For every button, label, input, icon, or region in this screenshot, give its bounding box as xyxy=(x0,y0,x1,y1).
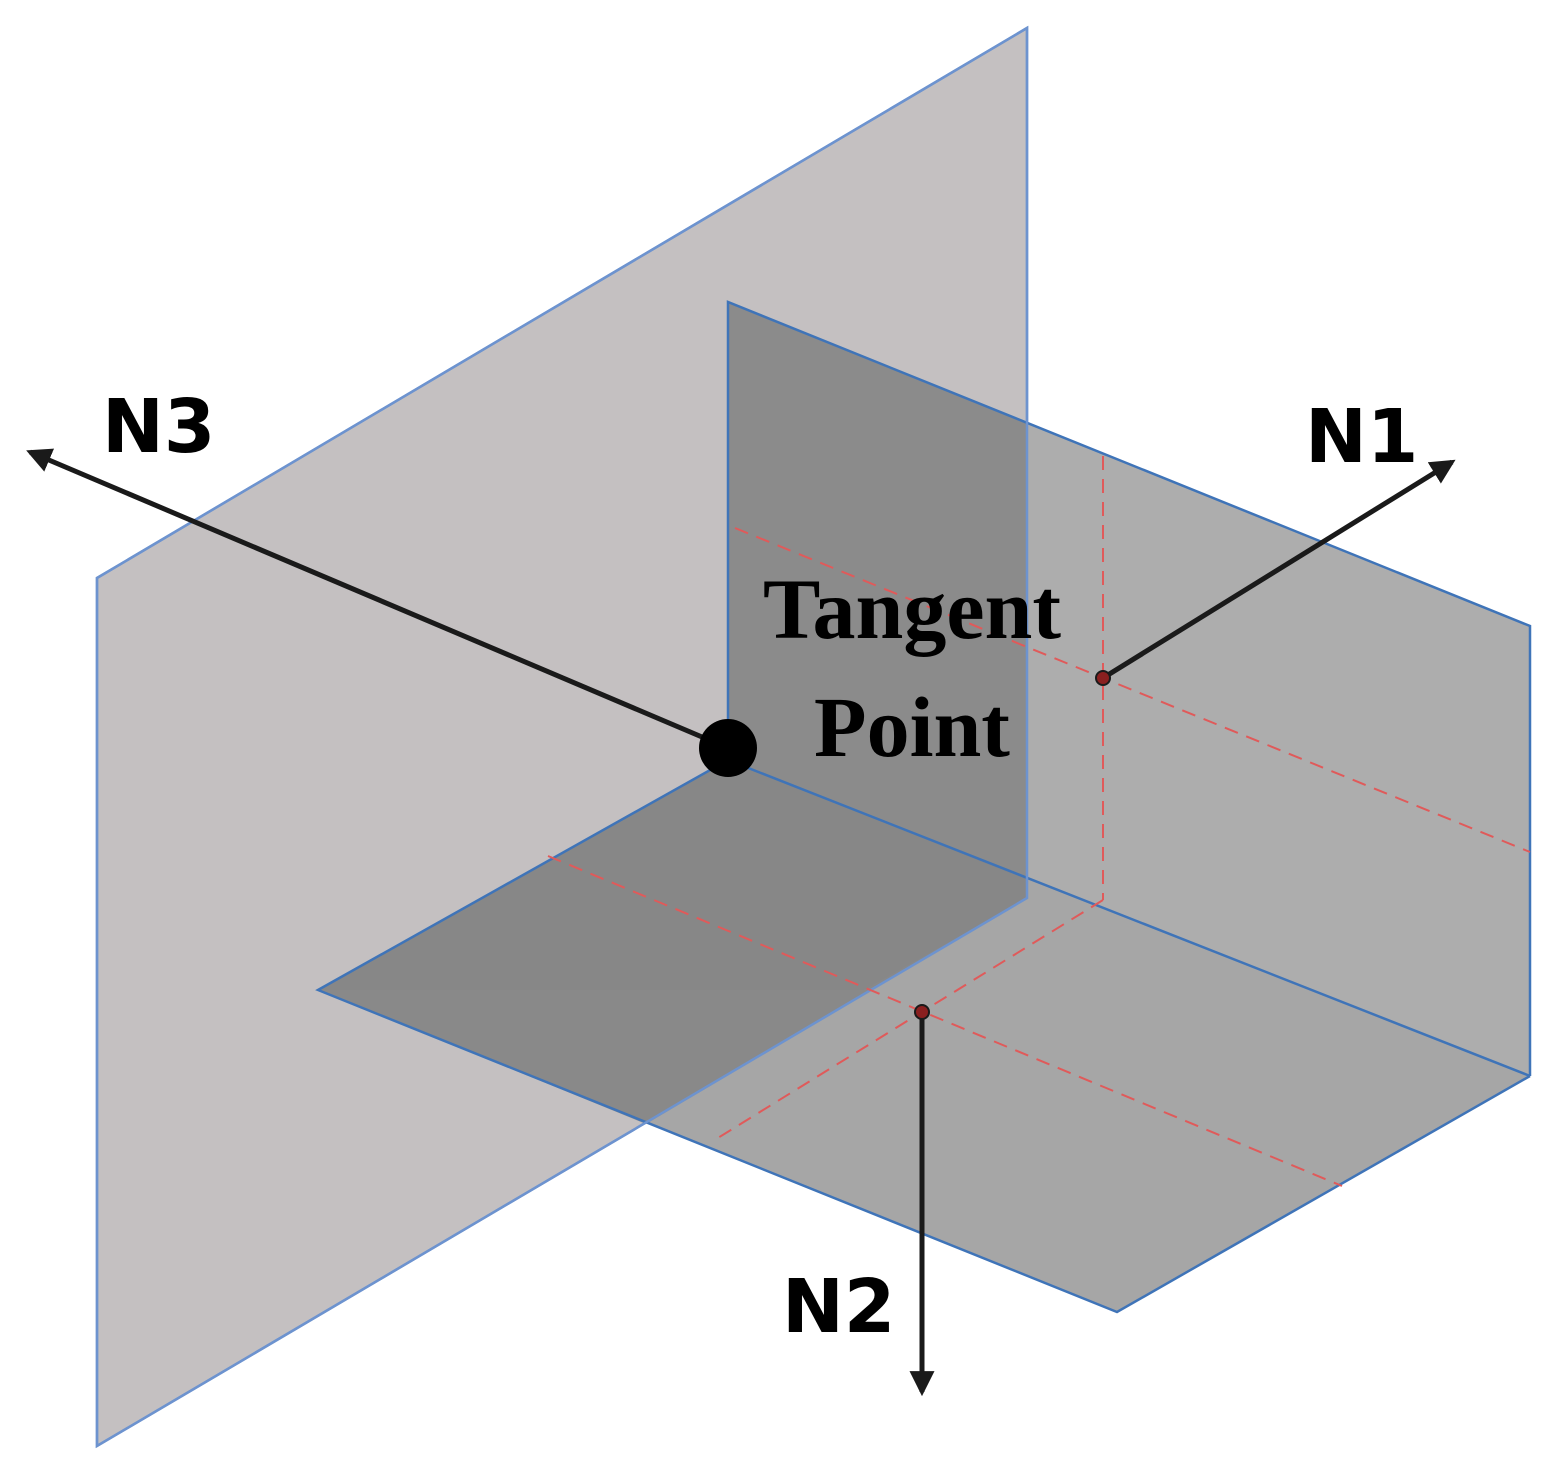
large-plane-edge xyxy=(95,25,1029,1449)
label-point: Point xyxy=(814,679,1010,775)
label-n1: N1 xyxy=(1305,394,1418,480)
dashed-line-back-horizontal xyxy=(734,527,1531,853)
horizontal-plane-edge xyxy=(315,758,1531,1314)
horizontal-plane-dark-left xyxy=(318,760,1027,1124)
dashed-line-floor-cross xyxy=(712,899,1104,1142)
tangent-point xyxy=(699,719,757,777)
label-n3: N3 xyxy=(102,384,215,470)
normal-arrow-n1 xyxy=(1101,459,1456,681)
label-tangent: Tangent xyxy=(763,561,1061,657)
overlap-vertical-region xyxy=(728,302,1027,878)
n2-origin-point xyxy=(914,1004,930,1020)
dashed-construction-lines xyxy=(547,456,1531,1187)
normal-arrow-n3 xyxy=(26,448,729,751)
n1-origin-point xyxy=(1095,670,1111,686)
dashed-line-floor-diagonal xyxy=(547,855,1343,1187)
label-n2: N2 xyxy=(782,1264,895,1350)
